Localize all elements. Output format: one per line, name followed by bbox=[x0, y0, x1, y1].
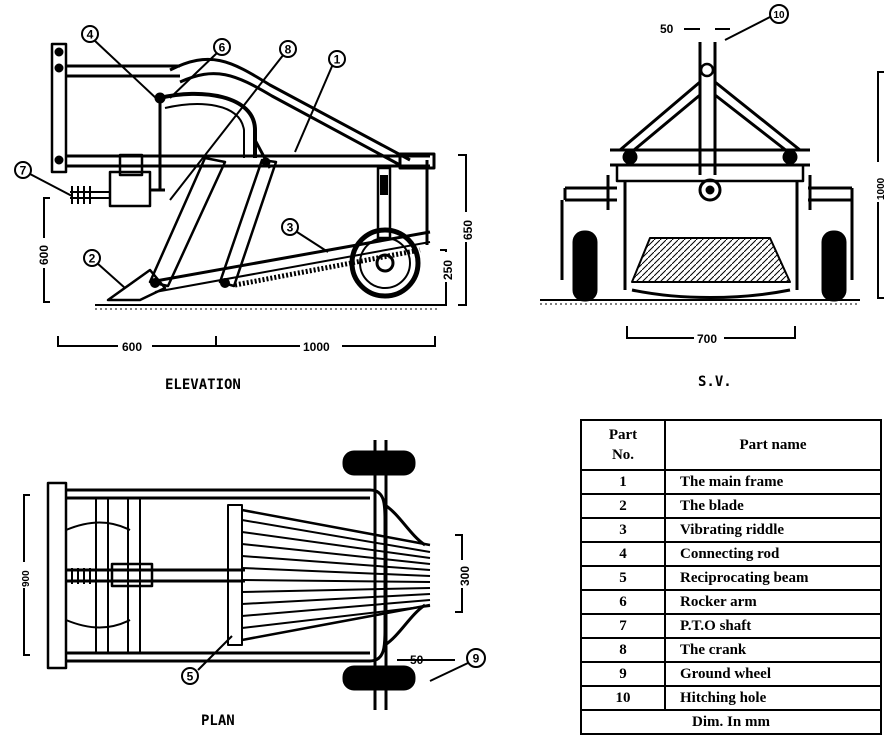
side-view bbox=[540, 42, 860, 305]
dim-elev-650: 650 bbox=[461, 220, 475, 240]
elevation-view bbox=[50, 42, 440, 310]
dim-elev-600-horizontal: 600 bbox=[122, 340, 142, 354]
plan-title: PLAN bbox=[201, 713, 235, 729]
dim-sv-50: 50 bbox=[660, 22, 674, 36]
dim-elev-600-vertical: 600 bbox=[37, 245, 51, 265]
header-part-name: Part name bbox=[664, 419, 882, 471]
svg-text:8: 8 bbox=[285, 43, 292, 57]
elevation-title: ELEVATION bbox=[165, 377, 241, 393]
plan-view bbox=[46, 440, 431, 710]
callout-3: 3 bbox=[281, 218, 299, 236]
svg-text:5: 5 bbox=[187, 670, 194, 684]
svg-text:4: 4 bbox=[87, 28, 94, 42]
callout-10: 10 bbox=[769, 4, 789, 24]
svg-text:2: 2 bbox=[89, 252, 96, 266]
dim-plan-300: 300 bbox=[458, 566, 472, 586]
svg-text:3: 3 bbox=[287, 221, 294, 235]
callout-9: 9 bbox=[466, 648, 486, 668]
dim-plan-900: 900 bbox=[21, 570, 32, 587]
svg-text:6: 6 bbox=[219, 41, 226, 55]
svg-text:7: 7 bbox=[20, 164, 27, 178]
svg-text:9: 9 bbox=[473, 652, 480, 666]
callout-8: 8 bbox=[279, 40, 297, 58]
table-footer: Dim. In mm bbox=[580, 709, 882, 735]
callout-6: 6 bbox=[213, 38, 231, 56]
side-view-title: S.V. bbox=[698, 374, 732, 390]
callout-1: 1 bbox=[328, 50, 346, 68]
dim-plan-50: 50 bbox=[410, 653, 424, 667]
callout-5: 5 bbox=[181, 667, 199, 685]
svg-text:1: 1 bbox=[334, 53, 341, 67]
dim-sv-700: 700 bbox=[697, 332, 717, 346]
svg-text:10: 10 bbox=[773, 10, 785, 21]
dim-elev-1000: 1000 bbox=[303, 340, 330, 354]
dim-sv-right: 1000 bbox=[876, 177, 887, 200]
dim-elev-250: 250 bbox=[441, 260, 455, 280]
callout-7: 7 bbox=[14, 161, 32, 179]
callout-2: 2 bbox=[83, 249, 101, 267]
callout-4: 4 bbox=[81, 25, 99, 43]
